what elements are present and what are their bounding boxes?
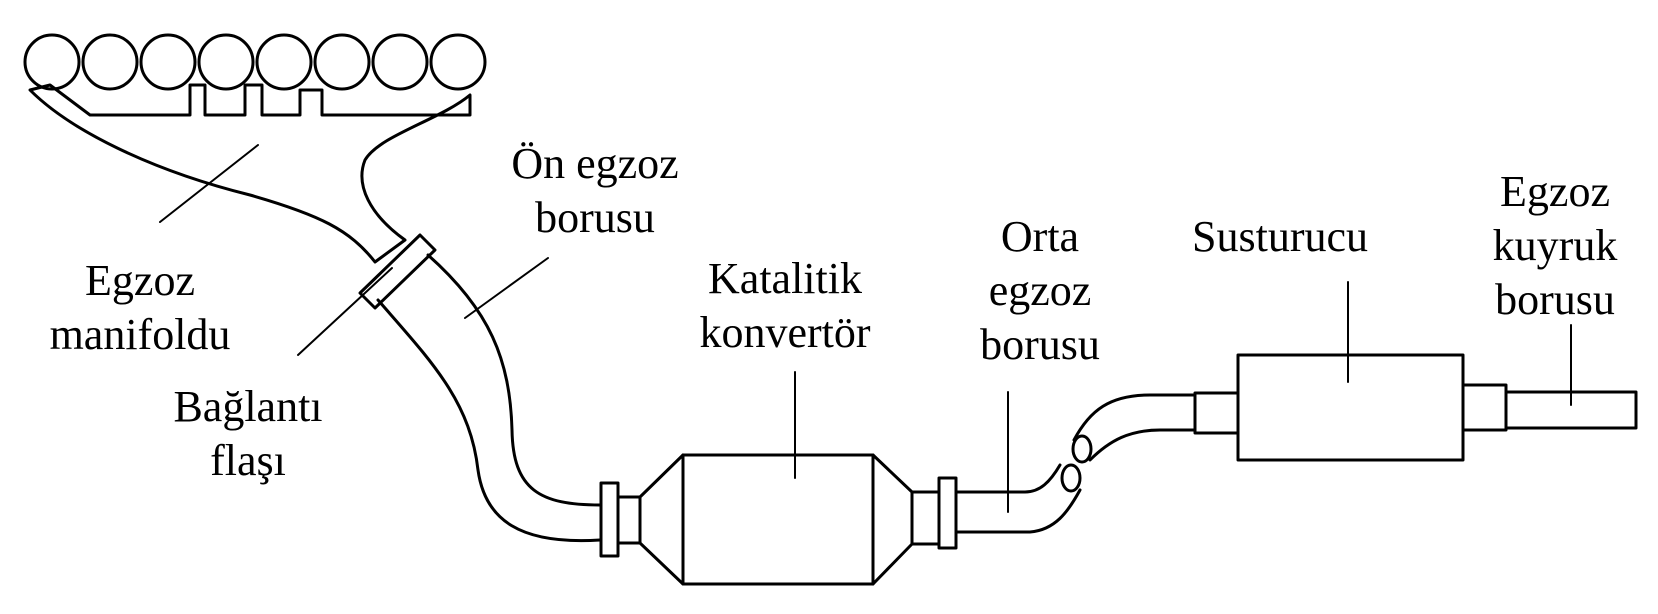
label-orta-egzoz-borusu: Orta egzoz borusu — [960, 210, 1120, 372]
label-line: flaşı — [210, 436, 286, 485]
label-egzoz-kuyruk-borusu: Egzoz kuyruk borusu — [1460, 165, 1650, 327]
label-line: Ön egzoz — [511, 139, 679, 188]
flange-plate — [358, 233, 437, 310]
label-line: manifoldu — [49, 310, 231, 359]
muffler — [1193, 353, 1508, 462]
mid-pipe-lower — [954, 488, 1082, 534]
label-baglanti-flasi: Bağlantı flaşı — [148, 380, 348, 488]
manifold-port-1 — [23, 33, 81, 91]
leader-flange — [297, 267, 393, 356]
label-line: Egzoz — [1500, 167, 1610, 216]
rear-pipe-start — [1071, 434, 1093, 464]
converter-cone-left — [638, 453, 685, 586]
front-pipe-outer — [376, 298, 602, 543]
muffler-outlet-collar — [1461, 383, 1508, 432]
manifold-port-5 — [255, 33, 313, 91]
label-line: kuyruk — [1492, 221, 1618, 270]
rear-pipe-lower — [1088, 428, 1197, 462]
label-line: konvertör — [699, 308, 871, 357]
catalytic-converter — [638, 453, 914, 586]
label-line: borusu — [1495, 275, 1615, 324]
connection-flange — [358, 233, 437, 310]
muffler-body — [1236, 353, 1465, 462]
flange-1 — [599, 481, 620, 558]
leader-lines — [159, 144, 1572, 513]
manifold-port-2 — [81, 33, 139, 91]
rear-pipe-upper — [1072, 393, 1197, 442]
label-line: egzoz — [988, 266, 1092, 315]
label-line: Orta — [1000, 212, 1080, 261]
label-line: Egzoz — [85, 256, 195, 305]
muffler-inlet-collar — [1193, 391, 1240, 435]
label-egzoz-manifoldu: Egzoz manifoldu — [30, 254, 250, 362]
manifold-port-3 — [139, 33, 197, 91]
converter-cone-right — [871, 453, 914, 586]
label-line: borusu — [535, 193, 655, 242]
label-line: Susturucu — [1192, 212, 1368, 261]
front-exhaust-pipe — [376, 253, 602, 543]
front-pipe-inner — [426, 253, 602, 507]
flange-2 — [937, 476, 958, 550]
manifold-port-8 — [429, 33, 487, 91]
leader-manifold — [159, 144, 259, 223]
label-line: Katalitik — [708, 254, 862, 303]
manifold-port-7 — [371, 33, 429, 91]
manifold-port-6 — [313, 33, 371, 91]
converter-body — [681, 453, 875, 586]
leader-front-pipe — [464, 257, 549, 319]
label-susturucu: Susturucu — [1165, 210, 1395, 264]
label-line: Bağlantı — [173, 382, 323, 431]
label-line: borusu — [980, 320, 1100, 369]
pipe-collar-2 — [910, 490, 941, 546]
manifold-body — [28, 83, 472, 264]
mid-pipe-upper — [954, 463, 1062, 494]
pipe-collar-1 — [616, 495, 642, 545]
mid-pipe-end — [1060, 463, 1082, 493]
label-katalitik-konvertor: Katalitik konvertör — [675, 252, 895, 360]
manifold-port-4 — [197, 33, 255, 91]
label-on-egzoz-borusu: Ön egzoz borusu — [495, 137, 695, 245]
exhaust-manifold — [23, 33, 487, 264]
intermediate-exhaust-pipe — [954, 393, 1197, 534]
